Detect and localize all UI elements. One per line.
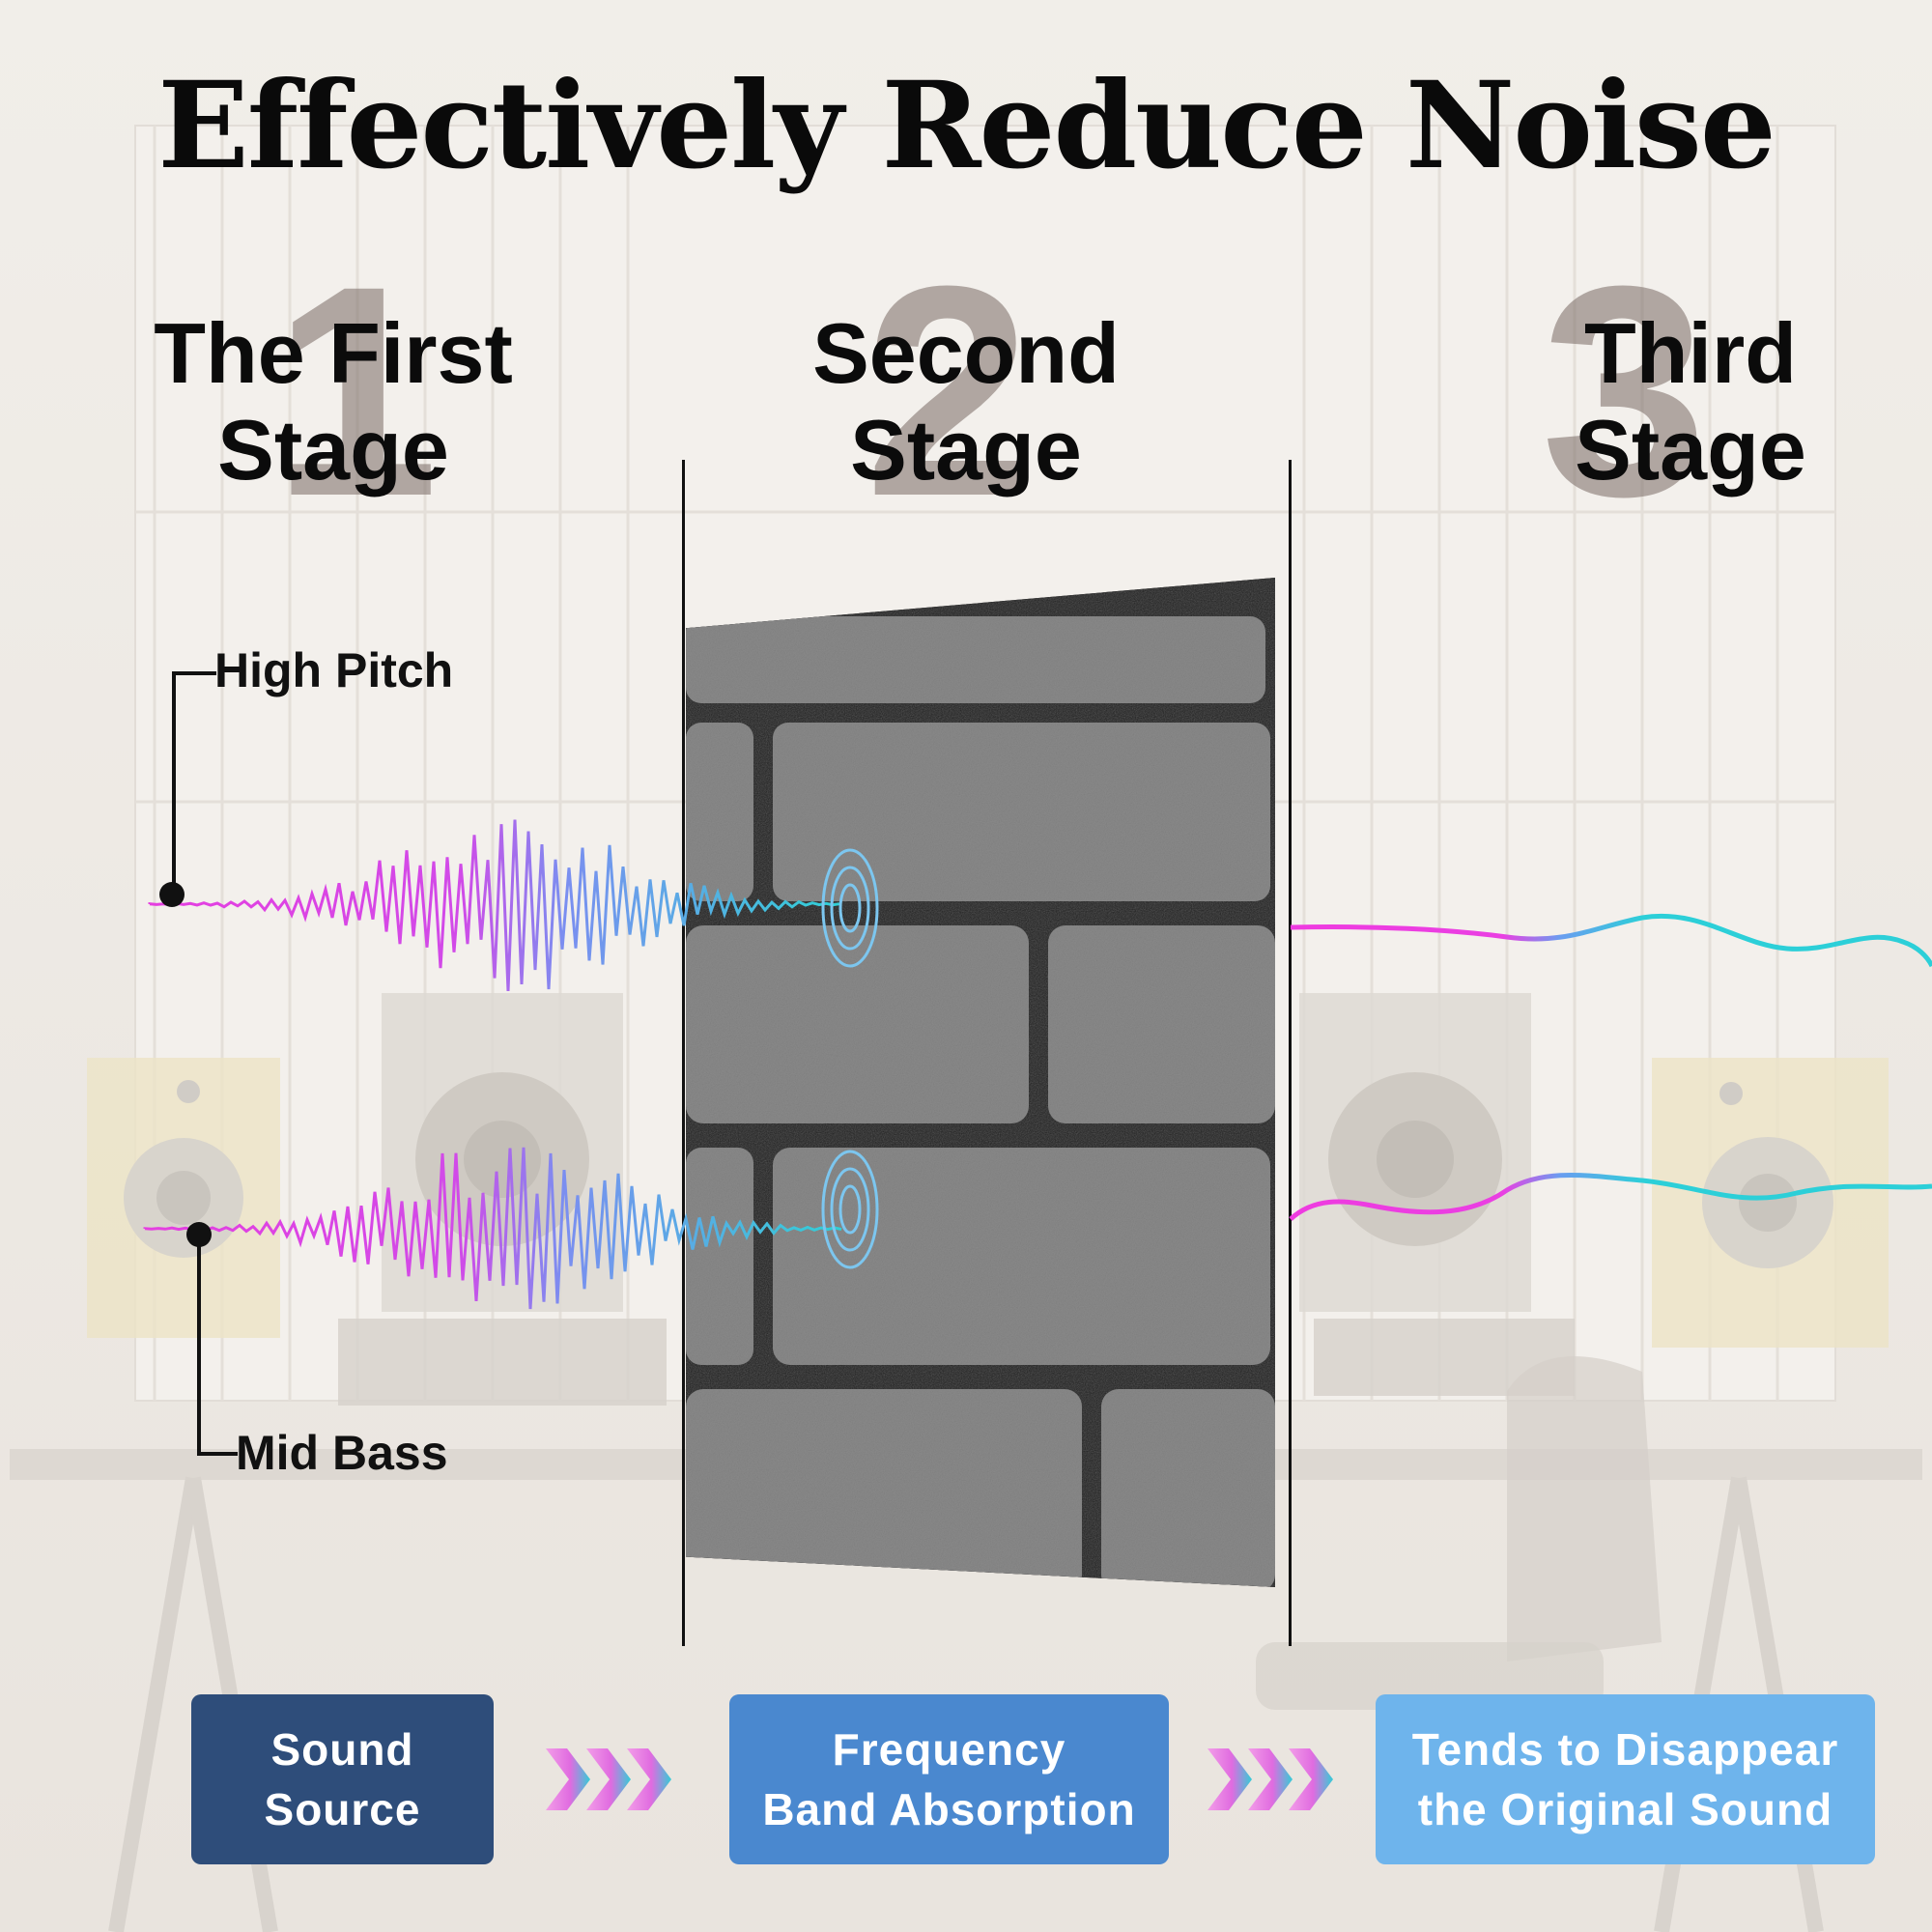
high-pitch-label: High Pitch (214, 643, 454, 697)
high-pitch-dot (159, 882, 185, 907)
absorption-rings-high (821, 848, 879, 968)
step-frequency-absorption: Frequency Band Absorption (729, 1694, 1169, 1864)
mid-bass-connector (197, 1235, 238, 1456)
stage-title-1: The First Stage (154, 305, 513, 497)
high-pitch-output-wave (1290, 913, 1932, 968)
right-yellow-speaker (1652, 1058, 1889, 1348)
stage-title-2: Second Stage (812, 305, 1120, 497)
mid-bass-dot (186, 1222, 212, 1247)
step-sound-source: Sound Source (191, 1694, 494, 1864)
stage-title-3: Third Stage (1575, 305, 1806, 497)
acoustic-brick-panel (686, 578, 1275, 1587)
high-pitch-connector (172, 671, 216, 895)
high-pitch-waveform (148, 819, 840, 991)
chevron-arrows-icon (1208, 1748, 1333, 1810)
stage-number-3: 3 (1541, 223, 1708, 558)
divider-left (682, 460, 685, 1646)
step-disappear: Tends to Disappear the Original Sound (1376, 1694, 1875, 1864)
mid-bass-label: Mid Bass (236, 1426, 448, 1480)
mid-bass-waveform (143, 1147, 842, 1310)
chevron-arrows-icon (546, 1748, 671, 1810)
divider-right (1289, 460, 1292, 1646)
mid-bass-output-wave (1289, 1173, 1932, 1221)
absorption-rings-mid (821, 1150, 879, 1269)
stage-number-2: 2 (865, 223, 1032, 558)
page-title: Effectively Reduce Noise (157, 56, 1776, 196)
stage-number-1: 1 (272, 223, 440, 558)
